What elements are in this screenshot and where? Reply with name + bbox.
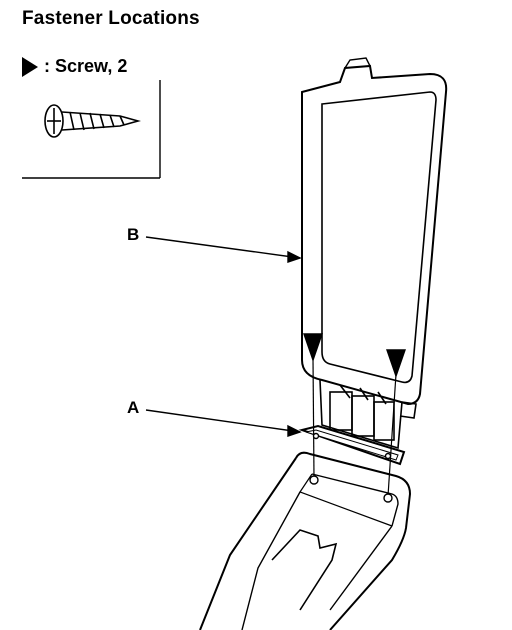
leader-a <box>145 409 301 433</box>
screw-marker-right <box>386 349 406 379</box>
screw-inset <box>22 80 161 179</box>
callout-a-label: A <box>127 398 140 417</box>
screw-location-markers <box>303 333 406 503</box>
legend-text: : Screw, 2 <box>44 56 128 76</box>
triangle-pointer-icon <box>22 56 38 77</box>
diagram-title: Fastener Locations <box>22 8 200 29</box>
hinge-block <box>319 379 417 450</box>
lid-part-b <box>301 57 448 406</box>
bracket-part-a <box>298 424 406 466</box>
legend-screw: : Screw, 2 <box>22 56 127 77</box>
screw-icon <box>44 104 141 138</box>
leader-lines <box>145 236 302 437</box>
leader-b <box>145 236 301 259</box>
console-body <box>199 451 412 630</box>
screw-marker-left <box>303 333 323 363</box>
callout-b-label: B <box>127 225 140 244</box>
